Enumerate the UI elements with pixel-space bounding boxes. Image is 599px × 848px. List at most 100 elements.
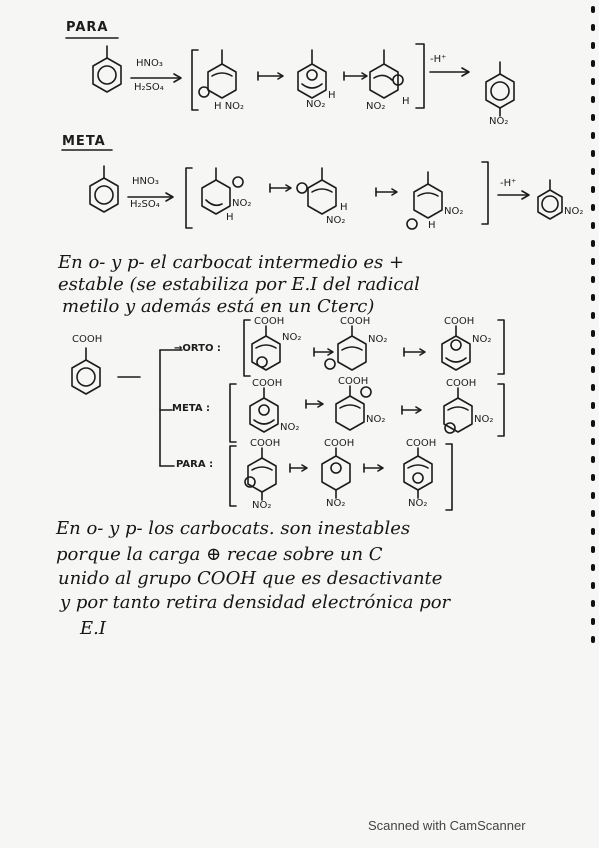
sigma-meta-1-h: H [226, 212, 234, 223]
orto-2-cooh: COOH [340, 316, 371, 327]
reagent-para-top: HNO₃ [136, 58, 163, 69]
sigma-para-2-no2: NO₂ [306, 99, 326, 110]
paragraph-2-line-3: unido al grupo COOH que es desactivante [58, 568, 443, 589]
branch-meta-label: META : [172, 403, 211, 414]
sigma-complex-meta-3 [406, 171, 443, 230]
sigma-meta-2-no2: NO₂ [326, 215, 346, 226]
binding-hole [591, 150, 595, 157]
orto-3-cooh: COOH [444, 316, 475, 327]
meta-sigma-3 [443, 387, 473, 434]
binding-hole [591, 582, 595, 589]
toluene-meta [89, 165, 119, 213]
sigma-complex-meta-2 [296, 167, 337, 215]
deprotonation-meta: -H⁺ [500, 178, 517, 189]
binding-hole [591, 168, 595, 175]
branch-orto-label: →ORTO : [174, 343, 221, 354]
reagent-meta-bottom: H₂SO₄ [130, 199, 160, 210]
binding-hole [591, 186, 595, 193]
product-meta-no2: NO₂ [564, 206, 584, 217]
binding-hole [591, 42, 595, 49]
deprotonation-para: -H⁺ [430, 54, 447, 65]
sigma-para-3-no2: NO₂ [366, 101, 386, 112]
para-sigma-2 [321, 447, 351, 499]
binding-hole [591, 276, 595, 283]
binding-hole [591, 60, 595, 67]
scanner-watermark: Scanned with CamScanner [368, 818, 526, 833]
p-nitrotoluene [485, 61, 515, 117]
binding-hole [591, 546, 595, 553]
binding-hole [591, 114, 595, 121]
para-sigma-3 [403, 447, 433, 499]
section-para-heading: PARA [66, 20, 109, 35]
binding-hole [591, 240, 595, 247]
paragraph-2-line-1: En o- y p- los carbocats. son inestables [56, 518, 411, 539]
benzoic-cooh: COOH [72, 334, 103, 345]
binding-hole [591, 348, 595, 355]
sigma-meta-1-no2: NO₂ [232, 198, 252, 209]
orto-sigma-2 [324, 325, 367, 371]
binding-hole [591, 78, 595, 85]
paragraph-2-line-2: porque la carga ⊕ recae sobre un C [56, 544, 383, 565]
binding-hole [591, 402, 595, 409]
binding-hole [591, 330, 595, 337]
orto-sigma-3 [441, 325, 471, 371]
toluene-para [92, 45, 122, 93]
meta-3-no2: NO₂ [474, 414, 494, 425]
binding-hole [591, 528, 595, 535]
para-1-no2: NO₂ [252, 500, 272, 511]
benzoic-acid [71, 347, 101, 395]
paragraph-1-line-3: metilo y además está en un Cterc) [62, 296, 375, 317]
paragraph-1-line-2: estable (se estabiliza por E.I del radic… [58, 274, 420, 295]
meta-sigma-2 [335, 385, 372, 431]
paragraph-1-line-1: En o- y p- el carbocat intermedio es + [58, 252, 405, 273]
sigma-para-3-h: H [402, 96, 410, 107]
binding-hole [591, 132, 595, 139]
section-meta-heading: META [62, 134, 106, 149]
branch-para-label: PARA : [176, 459, 214, 470]
binding-hole [591, 204, 595, 211]
orto-1-cooh: COOH [254, 316, 285, 327]
orto-1-no2: NO₂ [282, 332, 302, 343]
sigma-complex-para-2 [297, 49, 327, 99]
sigma-meta-2-h: H [340, 202, 348, 213]
para-1-cooh: COOH [250, 438, 281, 449]
binding-hole [591, 384, 595, 391]
para-2-no2: NO₂ [326, 498, 346, 509]
paragraph-2-line-4: y por tanto retira densidad electrónica … [60, 592, 451, 613]
product-para-no2: NO₂ [489, 116, 509, 127]
meta-2-cooh: COOH [338, 376, 369, 387]
para-2-cooh: COOH [324, 438, 355, 449]
notebook-binding [587, 0, 599, 848]
binding-hole [591, 366, 595, 373]
binding-hole [591, 312, 595, 319]
binding-hole [591, 618, 595, 625]
binding-hole [591, 600, 595, 607]
sigma-para-1-substituent: H NO₂ [214, 101, 245, 112]
meta-1-no2: NO₂ [280, 422, 300, 433]
paragraph-2-line-5: E.I [80, 618, 106, 639]
binding-hole [591, 492, 595, 499]
orto-sigma-1 [251, 325, 281, 371]
meta-2-no2: NO₂ [366, 414, 386, 425]
sigma-complex-para-1 [198, 49, 237, 99]
para-3-cooh: COOH [406, 438, 437, 449]
sigma-complex-meta-1 [201, 167, 244, 215]
meta-1-cooh: COOH [252, 378, 283, 389]
reagent-para-bottom: H₂SO₄ [134, 82, 164, 93]
binding-hole [591, 6, 595, 13]
reagent-meta-top: HNO₃ [132, 176, 159, 187]
binding-hole [591, 420, 595, 427]
sigma-para-2-h: H [328, 90, 336, 101]
binding-hole [591, 510, 595, 517]
binding-hole [591, 438, 595, 445]
para-3-no2: NO₂ [408, 498, 428, 509]
binding-hole [591, 222, 595, 229]
binding-hole [591, 636, 595, 643]
meta-3-cooh: COOH [446, 378, 477, 389]
binding-hole [591, 456, 595, 463]
binding-hole [591, 96, 595, 103]
sigma-meta-3-no2: NO₂ [444, 206, 464, 217]
binding-hole [591, 294, 595, 301]
